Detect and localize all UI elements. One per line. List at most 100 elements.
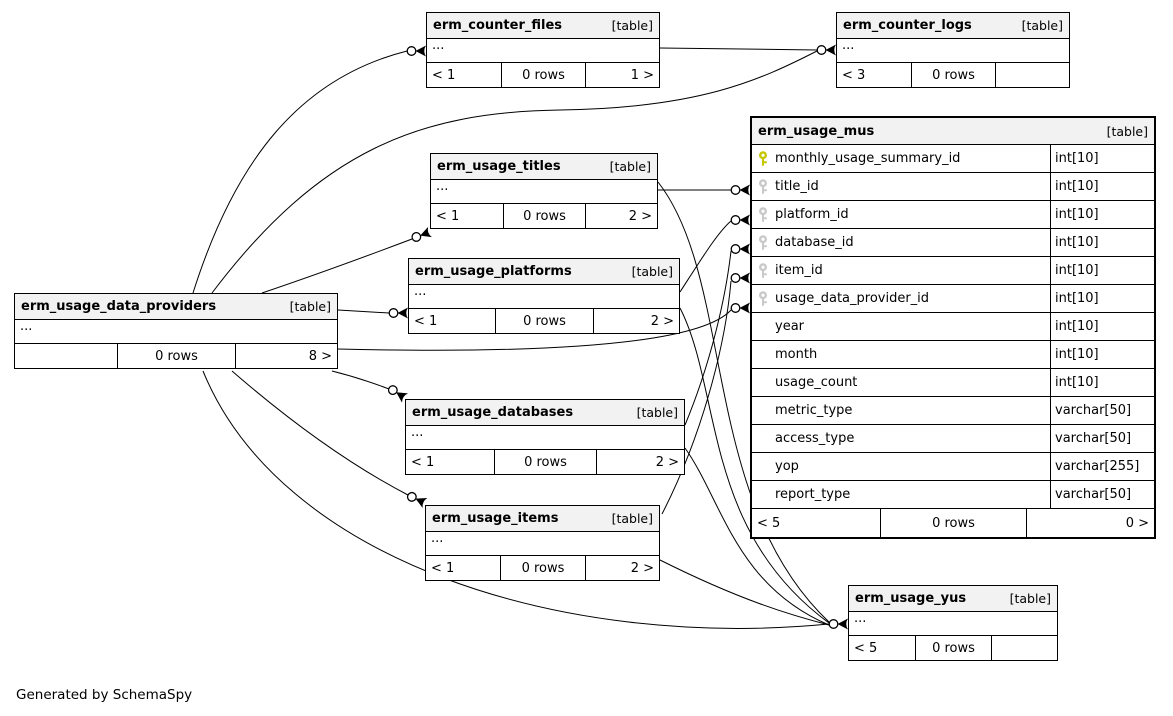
table-footer: 0 rows 8 >: [15, 344, 337, 368]
table-tag: [table]: [609, 159, 651, 174]
parents-count: < 5: [757, 515, 781, 531]
column-list: monthly_usage_summary_id int[10] title_i…: [752, 145, 1154, 509]
table-tag: [table]: [611, 18, 653, 33]
edge-items-yus: [659, 559, 830, 626]
children-count: 2 >: [595, 450, 684, 474]
column-row: usage_count int[10]: [752, 369, 1154, 397]
row-count: 0 rows: [494, 309, 594, 333]
parents-count: < 1: [414, 313, 438, 329]
table-footer: < 1 0 rows 2 >: [406, 450, 684, 474]
column-row: monthly_usage_summary_id int[10]: [752, 145, 1154, 173]
edge-titles-yus: [657, 181, 830, 623]
edge-databases-mus: [684, 250, 732, 426]
crowfoot-marker-titles: [409, 226, 433, 245]
crowfoot-marker-platforms: [388, 306, 409, 320]
table-header[interactable]: erm_usage_platforms [table]: [409, 259, 679, 285]
column-row: report_type varchar[50]: [752, 481, 1154, 509]
table-erm_usage_mus[interactable]: erm_usage_mus [table] monthly_usage_summ…: [750, 116, 1156, 539]
collapsed-columns: ...: [837, 39, 1069, 63]
row-count: 0 rows: [879, 509, 1027, 537]
parents-count: < 1: [436, 208, 460, 224]
crowfoot-marker-mus-database_id: [730, 242, 751, 256]
table-tag: [table]: [636, 405, 678, 420]
column-type: int[10]: [1050, 173, 1154, 200]
table-header[interactable]: erm_usage_titles [table]: [431, 154, 657, 180]
column-type: int[10]: [1050, 369, 1154, 396]
column-type: int[10]: [1050, 145, 1154, 172]
crowfoot-marker-counter_files: [406, 44, 427, 58]
children-count: [995, 63, 1069, 87]
table-erm_counter_files[interactable]: erm_counter_files [table] ... < 1 0 rows…: [426, 12, 660, 88]
table-erm_usage_yus[interactable]: erm_usage_yus [table] ... < 5 0 rows: [848, 585, 1058, 661]
table-name: erm_usage_platforms: [415, 264, 572, 279]
row-count: 0 rows: [502, 204, 586, 228]
children-count: 0 >: [1026, 509, 1154, 537]
column-type: int[10]: [1050, 341, 1154, 368]
table-footer: < 1 0 rows 2 >: [409, 309, 679, 333]
edge-data_providers-mus: [337, 309, 732, 351]
table-erm_usage_items[interactable]: erm_usage_items [table] ... < 1 0 rows 2…: [425, 505, 660, 581]
column-name: item_id: [775, 263, 823, 278]
column-row: title_id int[10]: [752, 173, 1154, 201]
children-count: 2 >: [585, 204, 657, 228]
edge-counter_files-counter_logs: [659, 47, 818, 51]
table-name: erm_usage_items: [432, 511, 559, 526]
table-name: erm_usage_data_providers: [21, 299, 217, 314]
table-header[interactable]: erm_usage_items [table]: [426, 506, 659, 532]
edge-items-mus: [661, 280, 732, 515]
edge-databases-yus: [684, 447, 830, 626]
table-name: erm_usage_mus: [758, 123, 875, 139]
table-erm_usage_databases[interactable]: erm_usage_databases [table] ... < 1 0 ro…: [405, 399, 685, 475]
parents-count: < 3: [842, 67, 866, 83]
column-row: yop varchar[255]: [752, 453, 1154, 481]
table-header[interactable]: erm_usage_yus [table]: [849, 586, 1057, 612]
table-erm_counter_logs[interactable]: erm_counter_logs [table] ... < 3 0 rows: [836, 12, 1070, 88]
crowfoot-marker-counter_logs: [816, 43, 837, 57]
table-header[interactable]: erm_usage_mus [table]: [752, 118, 1154, 145]
table-tag: [table]: [1009, 591, 1051, 606]
column-row: item_id int[10]: [752, 257, 1154, 285]
table-erm_usage_titles[interactable]: erm_usage_titles [table] ... < 1 0 rows …: [430, 153, 658, 229]
column-name: usage_count: [775, 375, 858, 390]
column-type: varchar[50]: [1050, 397, 1154, 424]
table-tag: [table]: [611, 511, 653, 526]
foreign-key-icon: [757, 206, 769, 223]
column-row: usage_data_provider_id int[10]: [752, 285, 1154, 313]
column-type: int[10]: [1050, 285, 1154, 312]
parents-count: < 5: [854, 640, 878, 656]
column-row: access_type varchar[50]: [752, 425, 1154, 453]
children-count: 2 >: [585, 556, 659, 580]
parents-count: [15, 344, 117, 368]
edge-data_providers-counter_files: [192, 50, 408, 294]
column-row: database_id int[10]: [752, 229, 1154, 257]
children-count: 8 >: [234, 344, 337, 368]
row-count: 0 rows: [910, 63, 996, 87]
foreign-key-icon: [757, 178, 769, 195]
crowfoot-marker-mus-title_id: [730, 183, 751, 197]
children-count: [990, 636, 1057, 660]
children-count: 2 >: [593, 309, 679, 333]
foreign-key-icon: [757, 262, 769, 279]
table-header[interactable]: erm_counter_files [table]: [427, 13, 659, 39]
row-count: 0 rows: [915, 636, 991, 660]
crowfoot-marker-yus: [828, 617, 849, 631]
column-row: metric_type varchar[50]: [752, 397, 1154, 425]
row-count: 0 rows: [494, 450, 595, 474]
table-name: erm_counter_logs: [843, 18, 972, 33]
edge-data_providers-platforms: [337, 309, 390, 314]
parents-count: < 1: [411, 454, 435, 470]
generator-caption: Generated by SchemaSpy: [16, 687, 193, 703]
column-name: monthly_usage_summary_id: [775, 151, 961, 166]
column-type: varchar[50]: [1050, 481, 1154, 508]
table-erm_usage_data_providers[interactable]: erm_usage_data_providers [table] ... 0 r…: [14, 293, 338, 369]
edge-data_providers-items: [231, 370, 409, 496]
collapsed-columns: ...: [15, 320, 337, 344]
crowfoot-marker-mus-item_id: [730, 271, 751, 285]
column-row: month int[10]: [752, 341, 1154, 369]
table-header[interactable]: erm_usage_databases [table]: [406, 400, 684, 426]
table-header[interactable]: erm_usage_data_providers [table]: [15, 294, 337, 320]
table-header[interactable]: erm_counter_logs [table]: [837, 13, 1069, 39]
table-name: erm_usage_titles: [437, 159, 561, 174]
table-erm_usage_platforms[interactable]: erm_usage_platforms [table] ... < 1 0 ro…: [408, 258, 680, 334]
column-name: yop: [775, 459, 799, 474]
